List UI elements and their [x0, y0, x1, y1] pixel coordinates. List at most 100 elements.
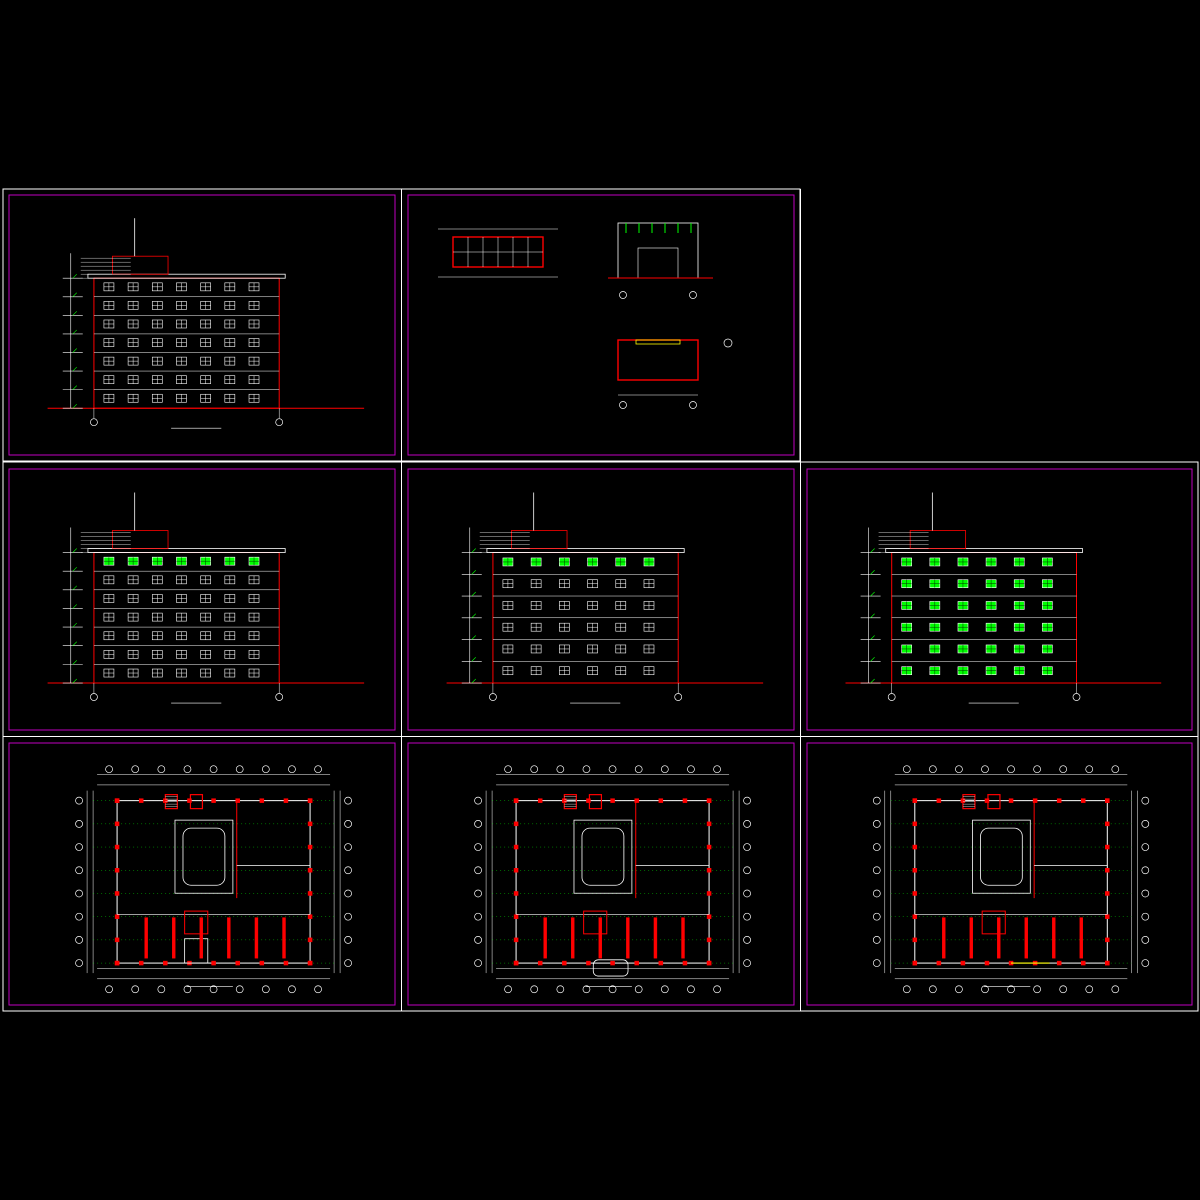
partition	[598, 917, 602, 959]
partition	[626, 917, 630, 959]
column	[634, 798, 639, 803]
column	[114, 868, 120, 873]
column	[658, 798, 664, 803]
grid-bubble	[344, 866, 352, 875]
level-marker	[72, 385, 77, 390]
grid-bubble	[743, 889, 751, 898]
grid-bubble	[1085, 985, 1094, 994]
stair	[987, 794, 1001, 810]
grid-bubble	[743, 796, 751, 805]
grid-bubble	[344, 843, 352, 851]
grid-bubble	[183, 765, 192, 774]
column	[114, 914, 120, 919]
grid-bubble	[314, 985, 322, 994]
column	[513, 868, 519, 873]
inner-frame	[806, 468, 1193, 731]
column	[586, 798, 591, 803]
column	[1105, 937, 1110, 943]
lift-core	[981, 910, 1006, 935]
column	[114, 821, 120, 827]
grid-bubble	[75, 959, 83, 967]
sheet-frames	[2, 188, 1199, 1012]
grid-bubble	[90, 693, 98, 701]
grid-bubble	[687, 765, 695, 774]
grid-bubble	[474, 796, 482, 805]
column	[114, 960, 120, 966]
roof-stair-tower	[112, 530, 169, 549]
grid-bubble	[1111, 765, 1120, 774]
inner-frame	[407, 194, 795, 456]
grid-bubble	[981, 985, 989, 994]
level-marker	[72, 622, 77, 628]
column	[706, 844, 712, 850]
grid-bubble	[634, 985, 643, 994]
grid-bubble	[530, 765, 539, 774]
grid-bubble	[275, 693, 284, 701]
grid-bubble	[504, 765, 512, 774]
level-marker	[471, 613, 476, 618]
grid-bubble	[713, 765, 721, 774]
column	[706, 821, 712, 827]
grid-bubble	[90, 418, 98, 427]
column	[1008, 798, 1014, 803]
partition	[997, 917, 1001, 959]
column	[307, 937, 313, 943]
grid-bubble	[660, 765, 669, 774]
column	[1080, 960, 1086, 966]
sheet-rear-elevation	[8, 468, 396, 731]
partition	[1052, 917, 1056, 959]
column	[513, 844, 519, 850]
column	[513, 821, 519, 827]
grid-bubble	[872, 912, 881, 921]
column	[912, 960, 918, 966]
inner-frame	[407, 742, 795, 1006]
column	[114, 798, 120, 803]
grid-bubble	[1141, 819, 1150, 828]
grid-bubble	[489, 693, 497, 701]
canopy-beam	[635, 339, 681, 345]
column	[912, 891, 918, 896]
column	[114, 937, 120, 943]
lift-core	[583, 910, 608, 935]
inner-frame	[8, 742, 396, 1006]
grid-bubble	[131, 985, 140, 994]
column	[912, 937, 918, 943]
grid-bubble	[474, 936, 482, 944]
atrium-outline	[174, 819, 234, 894]
column	[682, 798, 688, 803]
partition	[653, 917, 658, 959]
level-marker	[870, 678, 875, 684]
grid-bubble	[1141, 843, 1150, 851]
level-marker	[870, 570, 875, 575]
level-marker	[471, 591, 476, 597]
sheet-plan-first-floor	[8, 742, 396, 1006]
column	[706, 798, 712, 803]
grid-bubble	[1033, 985, 1041, 994]
column	[211, 798, 216, 803]
grid-bubble	[660, 985, 669, 994]
grid-bubble	[1033, 765, 1041, 774]
grid-bubble	[902, 765, 911, 774]
grid-bubble	[75, 866, 83, 875]
partition	[543, 917, 547, 959]
grid-bubble	[634, 765, 643, 774]
column	[1105, 891, 1110, 896]
grid-bubble	[157, 985, 166, 994]
grid-bubble	[235, 765, 244, 774]
grid-bubble	[275, 418, 284, 427]
column	[307, 914, 313, 919]
column	[1056, 960, 1062, 966]
sheet-plan-second-floor	[407, 742, 795, 1006]
column	[537, 960, 543, 966]
level-marker	[72, 566, 77, 572]
column	[912, 868, 918, 873]
grid-bubble	[1059, 985, 1068, 994]
grid-bubble	[872, 843, 881, 851]
column	[1032, 798, 1038, 803]
grid-bubble	[504, 985, 512, 994]
level-marker	[72, 660, 77, 665]
sheet-front-elevation	[806, 468, 1193, 731]
partition	[1079, 917, 1084, 959]
grid-bubble	[261, 985, 270, 994]
grid-bubble	[743, 819, 751, 828]
